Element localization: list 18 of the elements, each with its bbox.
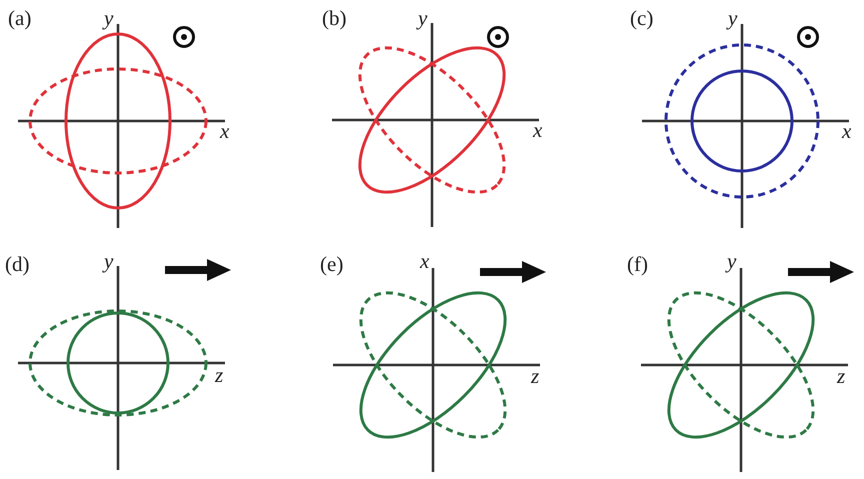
axis-label: z <box>837 366 846 387</box>
panel-label: (f) <box>627 254 648 275</box>
panel-label: (a) <box>8 8 32 29</box>
panel-label: (e) <box>320 254 344 275</box>
axis-label: z <box>531 366 540 387</box>
panel-label: (d) <box>5 254 30 275</box>
panel-label: (c) <box>630 8 654 29</box>
axis-label: z <box>215 365 224 386</box>
axis-label: x <box>220 121 230 142</box>
axis-label: x <box>842 121 852 142</box>
axis-label: x <box>420 251 430 272</box>
axis-label: y <box>104 8 114 29</box>
axis-label: x <box>533 120 542 141</box>
axis-label: y <box>728 8 738 29</box>
panel-label: (b) <box>322 8 346 29</box>
axis-label: y <box>727 251 736 272</box>
axis-label: y <box>418 8 428 29</box>
axis-label: y <box>104 251 114 272</box>
